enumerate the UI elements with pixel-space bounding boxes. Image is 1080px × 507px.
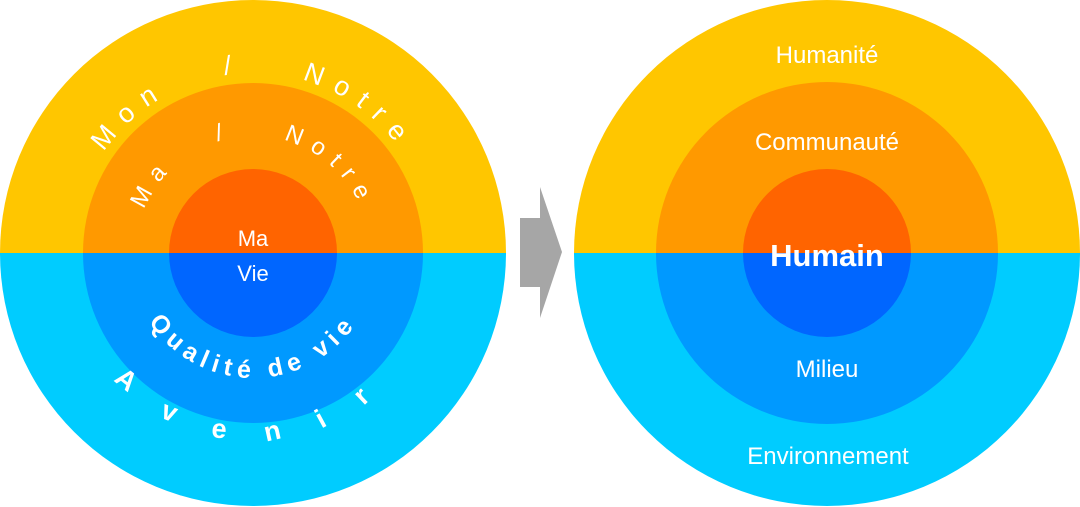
left-center-label-line1: Ma <box>238 226 269 251</box>
left-inner-circle-bottom <box>169 253 337 337</box>
right-outer-top-label: Humanité <box>776 42 879 69</box>
right-inner-circle-top <box>743 169 911 253</box>
right-middle-ring-top <box>656 82 998 253</box>
right-middle-ring-bottom <box>656 253 998 424</box>
right-middle-bottom-label: Milieu <box>796 356 859 383</box>
left-diagram: Mon / Notre Ma / Notre Ma Vie Qualité de… <box>0 0 506 506</box>
right-diagram: Humanité Communauté Humain Milieu Enviro… <box>574 0 1080 506</box>
arrow-right-icon <box>520 187 562 318</box>
right-outer-bottom-label: Environnement <box>747 443 909 470</box>
left-inner-circle-top <box>169 169 337 253</box>
left-center-label-line2: Vie <box>237 261 268 286</box>
right-middle-top-label: Communauté <box>755 129 899 156</box>
left-middle-ring-bottom <box>83 253 423 423</box>
right-inner-circle-bottom <box>743 253 911 337</box>
left-middle-ring-top <box>83 83 423 253</box>
right-center-label: Humain <box>770 238 884 273</box>
